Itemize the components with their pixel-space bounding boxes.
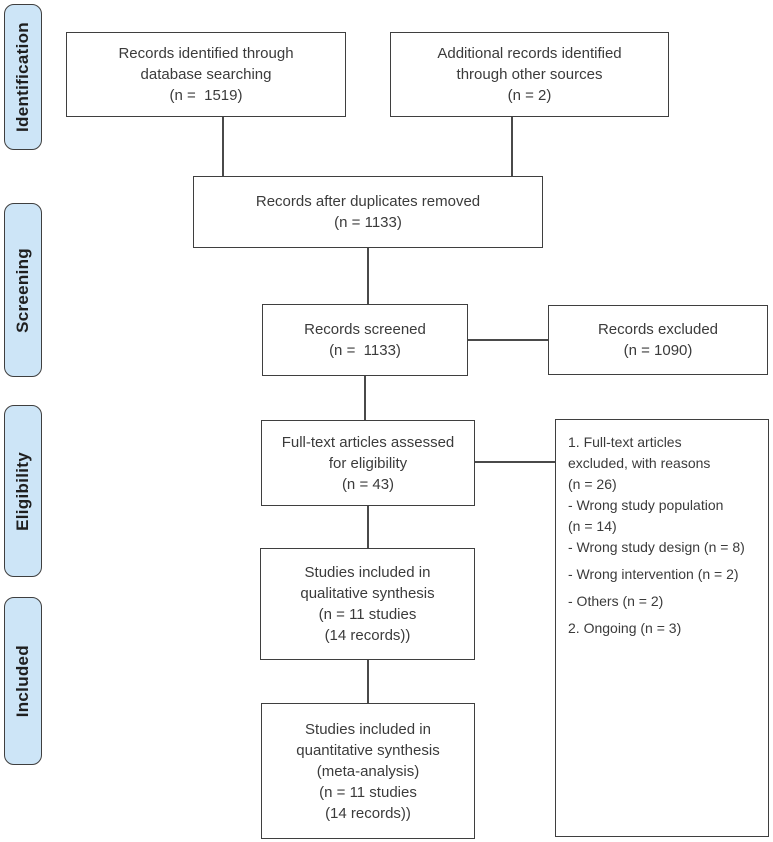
connector-duplicates-to-screened	[367, 247, 369, 305]
box-duplicates-removed-count: (n = 1133)	[334, 214, 402, 231]
box-duplicates-removed: Records after duplicates removed (n = 11…	[193, 176, 543, 248]
stage-label-included: Included	[4, 597, 42, 765]
fulltext-excluded-line: 1. Full-text articles	[568, 434, 682, 450]
box-qualitative-count: (n = 11 studies	[318, 606, 417, 623]
fulltext-excluded-reason-count: (n = 14)	[568, 518, 617, 534]
box-fulltext-assessed: Full-text articles assessed for eligibil…	[261, 420, 475, 506]
stage-label-screening-text: Screening	[13, 247, 32, 333]
stage-label-included-text: Included	[13, 644, 32, 718]
box-additional-records-line: through other sources	[456, 66, 603, 83]
connector-identified-to-duplicates	[222, 116, 224, 176]
fulltext-excluded-line: excluded, with reasons	[568, 455, 711, 471]
box-qualitative-line: Studies included in	[304, 564, 431, 581]
box-additional-records-line: Additional records identified	[437, 45, 622, 62]
box-records-screened: Records screened (n = 1133)	[262, 304, 468, 376]
stage-label-eligibility-text: Eligibility	[13, 451, 32, 531]
box-quantitative-line: quantitative synthesis	[296, 741, 440, 759]
box-quantitative-count: (14 records))	[325, 804, 411, 822]
connector-screened-to-fulltext	[364, 375, 366, 421]
box-records-excluded: Records excluded (n = 1090)	[548, 305, 768, 375]
box-qualitative-synthesis: Studies included in qualitative synthesi…	[260, 548, 475, 660]
box-records-screened-line: Records screened	[304, 321, 426, 338]
stage-label-eligibility: Eligibility	[4, 405, 42, 577]
box-fulltext-excluded-reasons: 1. Full-text articles excluded, with rea…	[555, 419, 769, 837]
connector-qualitative-to-quantitative	[367, 659, 369, 704]
connector-additional-to-duplicates	[511, 116, 513, 176]
box-records-excluded-line: Records excluded	[597, 321, 719, 338]
box-records-identified: Records identified through database sear…	[66, 32, 346, 117]
box-quantitative-line: (meta-analysis)	[316, 762, 420, 780]
stage-label-identification: Identification	[4, 4, 42, 150]
box-records-excluded-count: (n = 1090)	[623, 342, 693, 359]
box-quantitative-line: Studies included in	[305, 720, 431, 738]
connector-fulltext-to-excluded-reasons	[474, 461, 556, 463]
connector-screened-to-excluded	[467, 339, 549, 341]
box-qualitative-line: qualitative synthesis	[300, 585, 435, 602]
box-fulltext-assessed-count: (n = 43)	[341, 475, 395, 493]
fulltext-excluded-reason: - Wrong study design (n = 8)	[568, 539, 745, 555]
connector-fulltext-to-qualitative	[367, 505, 369, 549]
fulltext-excluded-reason: - Wrong intervention (n = 2)	[568, 566, 739, 582]
box-additional-records-count: (n = 2)	[507, 87, 552, 104]
fulltext-excluded-reason: - Wrong study population	[568, 497, 724, 513]
box-qualitative-count: (14 records))	[324, 627, 411, 644]
fulltext-excluded-count: (n = 26)	[568, 476, 617, 492]
box-records-identified-line: database searching	[140, 66, 272, 83]
box-quantitative-count: (n = 11 studies	[319, 783, 417, 801]
box-records-identified-line: Records identified through	[118, 45, 294, 62]
stage-label-identification-text: Identification	[13, 22, 32, 132]
box-records-identified-count: (n = 1519)	[169, 87, 243, 104]
box-fulltext-assessed-line: Full-text articles assessed	[281, 433, 455, 451]
fulltext-excluded-reason: - Others (n = 2)	[568, 593, 664, 609]
stage-label-screening: Screening	[4, 203, 42, 377]
fulltext-excluded-ongoing: 2. Ongoing (n = 3)	[568, 620, 682, 636]
box-additional-records: Additional records identified through ot…	[390, 32, 669, 117]
box-quantitative-synthesis: Studies included in quantitative synthes…	[261, 703, 475, 839]
box-fulltext-assessed-line: for eligibility	[328, 454, 408, 472]
box-records-screened-count: (n = 1133)	[329, 342, 401, 359]
box-duplicates-removed-line: Records after duplicates removed	[255, 193, 481, 210]
